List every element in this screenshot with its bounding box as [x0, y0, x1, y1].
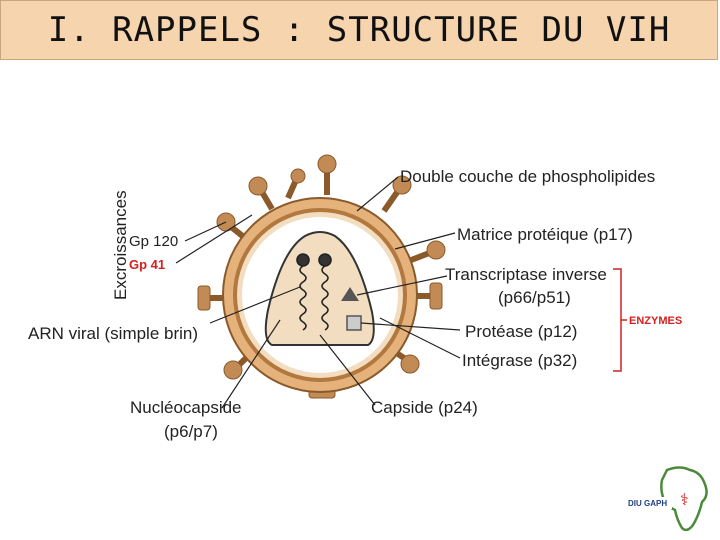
label-matrice: Matrice protéique (p17)	[457, 225, 633, 244]
spike	[248, 176, 275, 211]
spike	[317, 154, 337, 195]
label-gp41: Gp 41	[129, 257, 165, 272]
protease-shape	[346, 315, 362, 331]
logo-caduceus-icon: ⚕	[680, 492, 689, 509]
label-transcriptase-p: (p66/p51)	[498, 288, 571, 307]
label-integrase: Intégrase (p32)	[462, 351, 577, 370]
label-enzymes: ENZYMES	[629, 315, 682, 327]
label-protease: Protéase (p12)	[465, 322, 577, 341]
label-nucleocapside-p: (p6/p7)	[164, 422, 218, 441]
label-transcriptase: Transcriptase inverse	[445, 265, 607, 284]
diu-gaph-logo: ⚕ DIU GAPH	[626, 466, 708, 532]
label-arn-viral: ARN viral (simple brin)	[28, 324, 198, 343]
label-excroissances: Excroissances	[111, 190, 130, 300]
label-double-couche: Double couche de phospholipides	[400, 167, 655, 186]
leader-lines	[175, 176, 461, 409]
reverse-transcriptase-shape	[341, 287, 359, 301]
page-title: I. RAPPELS : STRUCTURE DU VIH	[47, 10, 671, 50]
enzymes-bracket	[613, 268, 622, 372]
label-capside: Capside (p24)	[371, 398, 478, 417]
logo-text: DIU GAPH	[628, 499, 667, 508]
rna-strands	[296, 253, 332, 331]
spike	[393, 349, 420, 374]
envelope-spikes	[197, 154, 446, 399]
spike	[223, 353, 251, 380]
spike	[285, 168, 306, 200]
spike	[414, 282, 443, 310]
title-bar: I. RAPPELS : STRUCTURE DU VIH	[0, 0, 718, 60]
label-nucleocapside: Nucléocapside	[130, 398, 242, 417]
spike	[381, 175, 412, 213]
label-gp120: Gp 120	[129, 233, 178, 250]
